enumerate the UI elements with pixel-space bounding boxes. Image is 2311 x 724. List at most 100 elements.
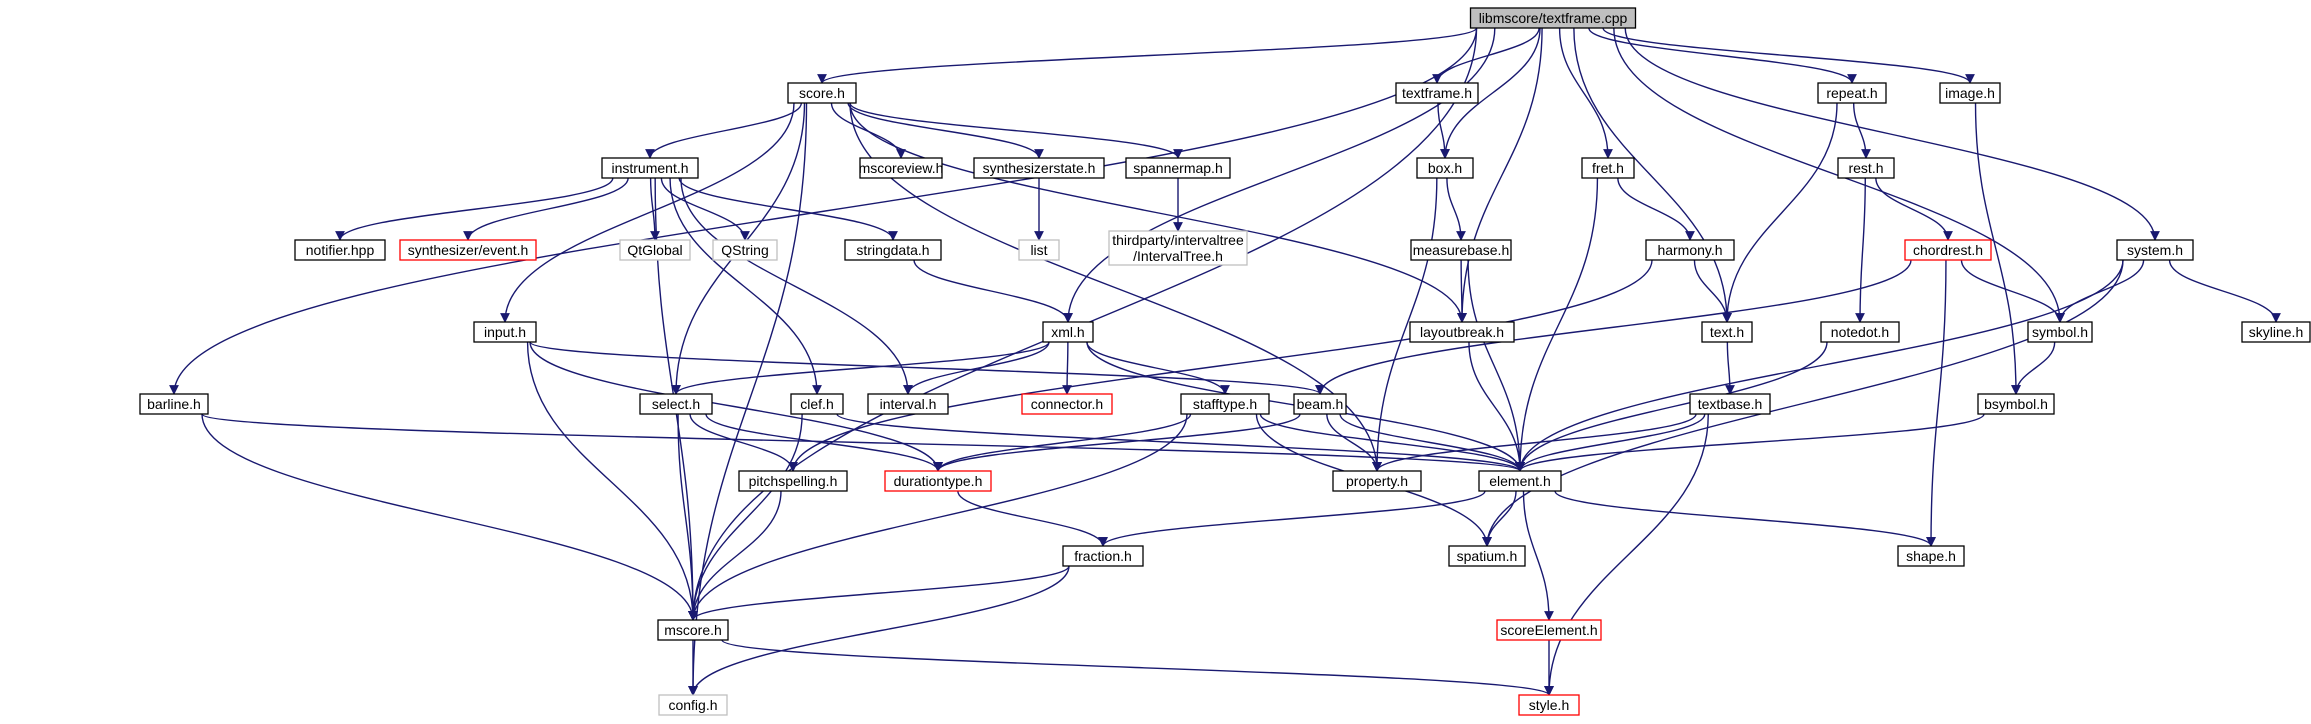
node-select[interactable]: select.h	[639, 393, 713, 415]
node-notifier[interactable]: notifier.hpp	[294, 239, 386, 261]
node-box[interactable]	[399, 239, 537, 261]
node-barline[interactable]: barline.h	[139, 393, 209, 415]
node-root[interactable]: libmscore/textframe.cpp	[1469, 7, 1637, 29]
node-connector[interactable]: connector.h	[1021, 393, 1113, 415]
node-box[interactable]	[1817, 82, 1887, 104]
node-box[interactable]	[1977, 393, 2055, 415]
node-pitchspelling[interactable]: pitchspelling.h	[738, 470, 848, 492]
node-synthevent[interactable]: synthesizer/event.h	[399, 239, 537, 261]
node-box[interactable]	[859, 157, 943, 179]
node-instrument[interactable]: instrument.h	[601, 157, 699, 179]
node-chordrest[interactable]: chordrest.h	[1904, 239, 1992, 261]
edge-repeat-to-rest	[1852, 102, 1871, 159]
node-image[interactable]: image.h	[1939, 82, 2001, 104]
node-box[interactable]	[787, 82, 857, 104]
node-shape[interactable]: shape.h	[1897, 545, 1965, 567]
edge-root-to-system	[1624, 27, 2160, 241]
node-synthstate[interactable]: synthesizerstate.h	[973, 157, 1105, 179]
node-stringdata[interactable]: stringdata.h	[844, 239, 942, 261]
node-input[interactable]: input.h	[473, 321, 537, 343]
node-box[interactable]	[1701, 321, 1753, 343]
node-box[interactable]	[1042, 321, 1094, 343]
node-measurebase[interactable]: measurebase.h	[1410, 239, 1512, 261]
node-box[interactable]	[1062, 545, 1144, 567]
node-box[interactable]	[1293, 393, 1347, 415]
node-box[interactable]	[1689, 393, 1771, 415]
node-box[interactable]	[294, 239, 386, 261]
node-box[interactable]	[884, 470, 992, 492]
node-box[interactable]	[2027, 321, 2093, 343]
node-box[interactable]	[1448, 545, 1526, 567]
node-box[interactable]	[738, 470, 848, 492]
node-mscoreview[interactable]: mscoreview.h	[859, 157, 944, 179]
node-box[interactable]	[1410, 239, 1512, 261]
node-box[interactable]	[657, 619, 729, 641]
node-box[interactable]	[2241, 321, 2311, 343]
node-interval[interactable]: interval.h	[867, 393, 949, 415]
node-box[interactable]	[1518, 694, 1580, 716]
node-textframe[interactable]: textframe.h	[1395, 82, 1479, 104]
node-box[interactable]	[1021, 393, 1113, 415]
node-box[interactable]	[1939, 82, 2001, 104]
node-box[interactable]	[1409, 321, 1515, 343]
node-box[interactable]	[867, 393, 949, 415]
node-layoutbreak[interactable]: layoutbreak.h	[1409, 321, 1515, 343]
node-box[interactable]	[601, 157, 699, 179]
node-box[interactable]	[1332, 470, 1422, 492]
node-spannermap[interactable]: spannermap.h	[1125, 157, 1231, 179]
node-label: /IntervalTree.h	[1133, 248, 1223, 264]
node-box[interactable]	[1581, 157, 1635, 179]
node-box[interactable]	[1395, 82, 1479, 104]
node-notedot[interactable]: notedot.h	[1820, 321, 1900, 343]
node-mscore[interactable]: mscore.h	[657, 619, 729, 641]
node-box[interactable]	[844, 239, 942, 261]
node-harmony[interactable]: harmony.h	[1645, 239, 1735, 261]
node-box[interactable]	[1904, 239, 1992, 261]
node-box[interactable]	[639, 393, 713, 415]
node-system[interactable]: system.h	[2116, 239, 2194, 261]
node-box[interactable]	[1180, 393, 1270, 415]
node-skyline[interactable]: skyline.h	[2241, 321, 2311, 343]
node-fraction[interactable]: fraction.h	[1062, 545, 1144, 567]
node-property[interactable]: property.h	[1332, 470, 1422, 492]
edge-stafftype-to-element	[1259, 413, 1525, 472]
node-bsymbol[interactable]: bsymbol.h	[1977, 393, 2055, 415]
node-xml[interactable]: xml.h	[1042, 321, 1094, 343]
node-box[interactable]	[1478, 470, 1562, 492]
node-box[interactable]	[1416, 157, 1474, 179]
node-box[interactable]	[473, 321, 537, 343]
node-box[interactable]: box.h	[1416, 157, 1474, 179]
node-label: durationtype.h	[894, 473, 983, 489]
node-box[interactable]	[1469, 7, 1637, 29]
node-durationtype[interactable]: durationtype.h	[884, 470, 992, 492]
node-style[interactable]: style.h	[1518, 694, 1580, 716]
node-box[interactable]	[139, 393, 209, 415]
node-rest[interactable]: rest.h	[1837, 157, 1895, 179]
node-box[interactable]	[1897, 545, 1965, 567]
node-fret[interactable]: fret.h	[1581, 157, 1635, 179]
edge-barline-to-mscore	[201, 413, 698, 621]
node-clef[interactable]: clef.h	[790, 393, 844, 415]
node-label: textbase.h	[1698, 396, 1763, 412]
node-scoreelement[interactable]: scoreElement.h	[1496, 619, 1602, 641]
node-spatium[interactable]: spatium.h	[1448, 545, 1526, 567]
node-stafftype[interactable]: stafftype.h	[1180, 393, 1270, 415]
node-textbase[interactable]: textbase.h	[1689, 393, 1771, 415]
node-box[interactable]	[2116, 239, 2194, 261]
node-score[interactable]: score.h	[787, 82, 857, 104]
node-text[interactable]: text.h	[1701, 321, 1753, 343]
node-box[interactable]	[973, 157, 1105, 179]
node-element[interactable]: element.h	[1478, 470, 1562, 492]
node-box[interactable]	[1820, 321, 1900, 343]
edge-element-to-shape	[1554, 490, 1936, 547]
node-repeat[interactable]: repeat.h	[1817, 82, 1887, 104]
node-box[interactable]	[1645, 239, 1735, 261]
node-box[interactable]	[790, 393, 844, 415]
node-box[interactable]	[1125, 157, 1231, 179]
node-box[interactable]	[1496, 619, 1602, 641]
edge-root-to-image	[1602, 27, 1975, 84]
node-beam[interactable]: beam.h	[1293, 393, 1347, 415]
edge-score-to-instrument	[645, 102, 803, 159]
node-symbol[interactable]: symbol.h	[2027, 321, 2093, 343]
node-box[interactable]	[1837, 157, 1895, 179]
